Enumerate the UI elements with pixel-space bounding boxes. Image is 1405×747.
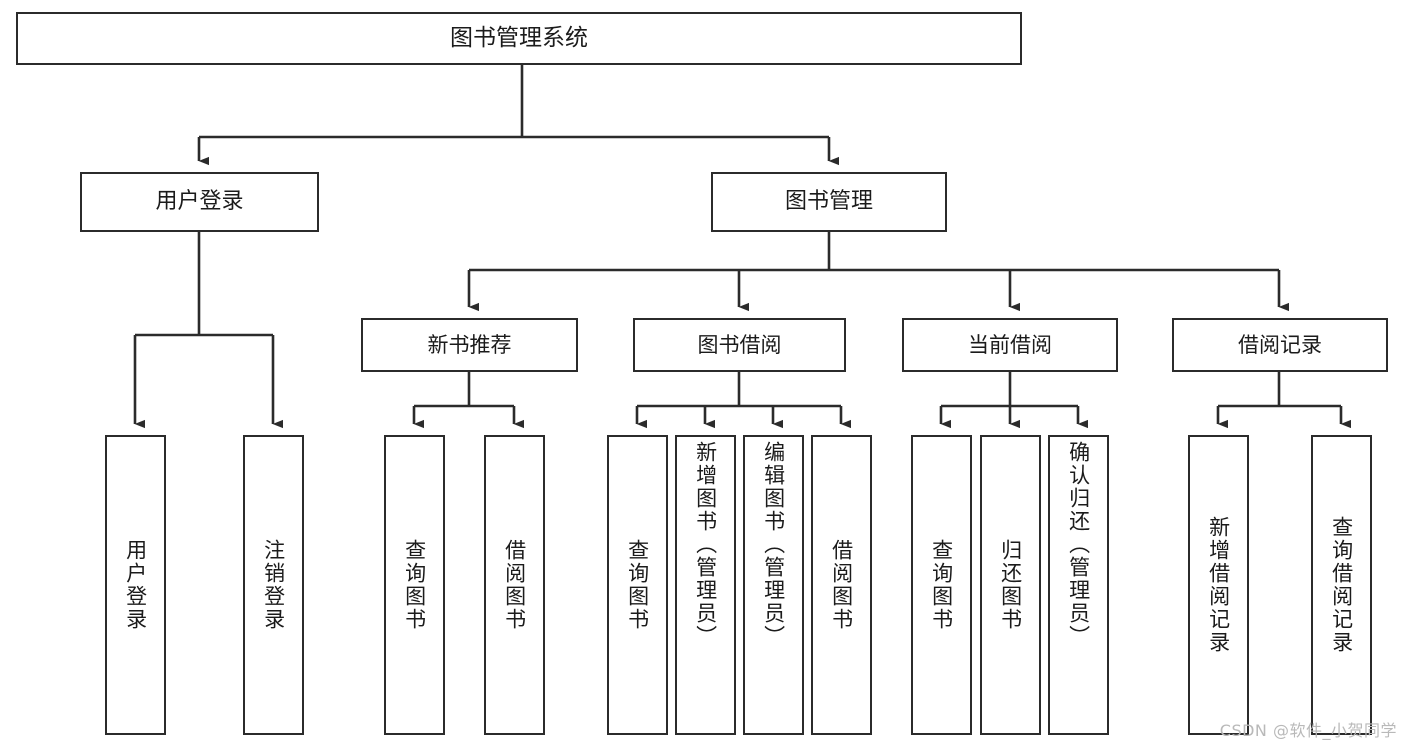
leaf-record-add-record[interactable]: 新增借阅记录 [1188, 435, 1249, 735]
node-borrow-record-label: 借阅记录 [1238, 332, 1322, 357]
leaf-label: 借阅图书 [829, 539, 854, 631]
node-root-label: 图书管理系统 [450, 25, 588, 52]
node-book-management[interactable]: 图书管理 [711, 172, 947, 232]
leaf-label: 借阅图书 [502, 539, 527, 631]
leaf-label: 查询图书 [402, 539, 427, 631]
leaf-current-confirm-return-admin[interactable]: 确认归还（管理员） [1048, 435, 1109, 735]
node-user-login[interactable]: 用户登录 [80, 172, 319, 232]
leaf-borrow-edit-book-admin[interactable]: 编辑图书（管理员） [743, 435, 804, 735]
leaf-label: 新增图书（管理员） [693, 441, 718, 648]
node-current-borrow[interactable]: 当前借阅 [902, 318, 1118, 372]
leaf-label: 归还图书 [998, 539, 1023, 631]
leaf-borrow-query-book[interactable]: 查询图书 [607, 435, 668, 735]
node-book-borrow-label: 图书借阅 [697, 332, 782, 357]
leaf-current-query-book[interactable]: 查询图书 [911, 435, 972, 735]
leaf-user-login-login[interactable]: 用户登录 [105, 435, 166, 735]
leaf-borrow-borrow-book[interactable]: 借阅图书 [811, 435, 872, 735]
node-new-book-recommend-label: 新书推荐 [427, 332, 512, 357]
node-new-book-recommend[interactable]: 新书推荐 [361, 318, 578, 372]
node-book-management-label: 图书管理 [784, 189, 873, 215]
leaf-record-query-record[interactable]: 查询借阅记录 [1311, 435, 1372, 735]
node-current-borrow-label: 当前借阅 [968, 332, 1052, 357]
leaf-label: 查询借阅记录 [1329, 516, 1354, 654]
leaf-recommend-borrow-book[interactable]: 借阅图书 [484, 435, 545, 735]
node-book-borrow[interactable]: 图书借阅 [633, 318, 846, 372]
leaf-label: 查询图书 [625, 539, 650, 631]
node-user-login-label: 用户登录 [155, 189, 244, 215]
leaf-borrow-add-book-admin[interactable]: 新增图书（管理员） [675, 435, 736, 735]
leaf-label: 新增借阅记录 [1206, 516, 1231, 654]
leaf-recommend-query-book[interactable]: 查询图书 [384, 435, 445, 735]
leaf-label: 查询图书 [929, 539, 954, 631]
node-borrow-record[interactable]: 借阅记录 [1172, 318, 1388, 372]
leaf-label: 用户登录 [123, 539, 148, 631]
watermark: CSDN @软件_小贺同学 [1219, 721, 1397, 740]
node-root[interactable]: 图书管理系统 [16, 12, 1022, 65]
leaf-user-login-logout[interactable]: 注销登录 [243, 435, 304, 735]
leaf-label: 注销登录 [261, 539, 286, 631]
leaf-current-return-book[interactable]: 归还图书 [980, 435, 1041, 735]
leaf-label: 确认归还（管理员） [1066, 441, 1091, 648]
leaf-label: 编辑图书（管理员） [761, 441, 786, 648]
